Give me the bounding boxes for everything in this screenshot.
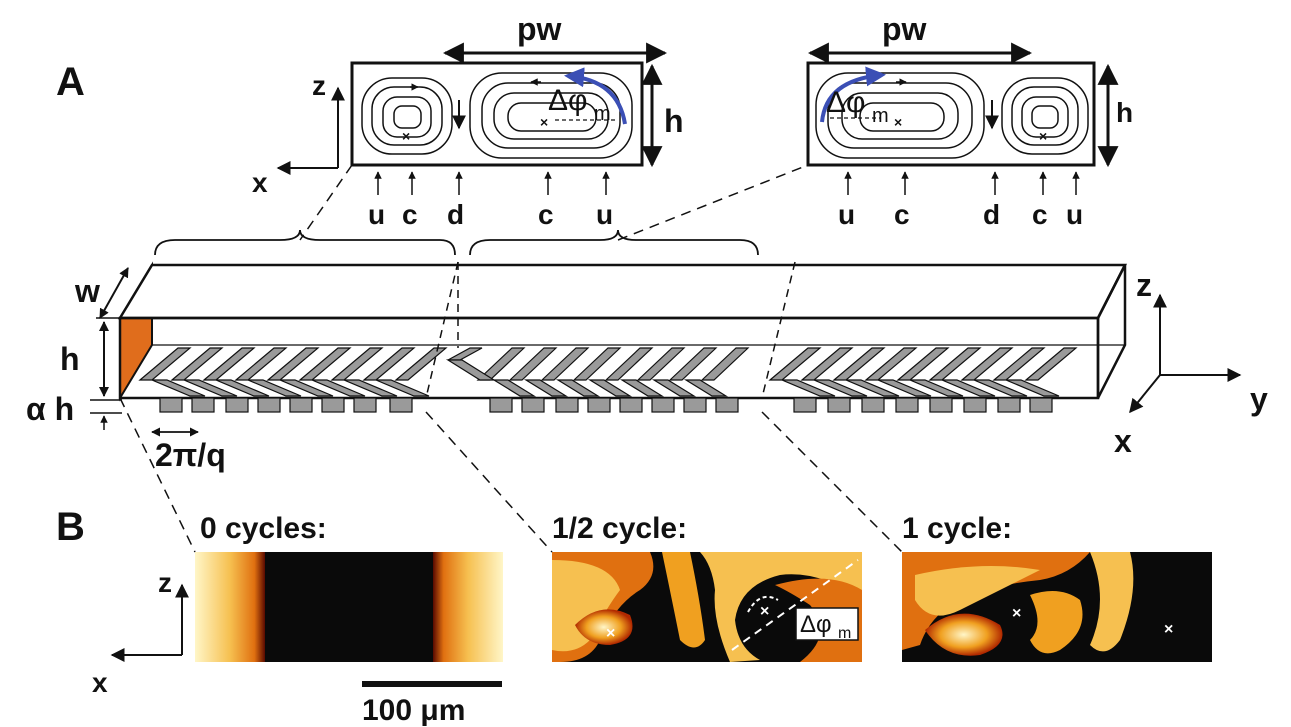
- channel-dims: w h α h 2π/q: [26, 267, 226, 473]
- groove-section-2: [445, 347, 750, 413]
- vortex-center-x: ×: [402, 128, 410, 144]
- h-dim-left: h: [641, 63, 684, 168]
- h-dim-right: h: [1097, 63, 1133, 168]
- phase-arrow-right: [820, 66, 886, 123]
- pos-label-u: u: [838, 199, 855, 230]
- pos-label-c: c: [1032, 199, 1048, 230]
- channel: [117, 261, 1128, 413]
- bottom-labels-right: [844, 171, 1080, 195]
- h-label-left: h: [664, 103, 684, 139]
- cross-section-left: × × Δφ m: [350, 61, 644, 167]
- pos-label-u: u: [368, 199, 385, 230]
- left-axes: z x: [252, 70, 345, 198]
- groove-section-3: [768, 347, 1078, 413]
- projection-lines-top: [299, 164, 809, 241]
- phase-arrow-left: [564, 67, 627, 125]
- vortex-center-x-large: ×: [540, 114, 548, 130]
- fluorescence-image-half-cycle: × × Δφ m: [552, 552, 862, 662]
- right-axes: z y x: [1114, 267, 1268, 459]
- phase-sub-right: m: [872, 105, 889, 127]
- panel-b-label: B: [56, 505, 85, 549]
- large-vortex-right: [815, 72, 985, 159]
- cross-section-right: × × Δφ m: [806, 61, 1096, 167]
- axis-z-label-3d: z: [1136, 267, 1152, 303]
- pos-label-c: c: [894, 199, 910, 230]
- scale-bar-label: 100 μm: [362, 694, 465, 727]
- phase-box: [795, 607, 859, 641]
- phase-label-right: Δφ: [826, 86, 866, 119]
- braces: [154, 229, 759, 256]
- pos-label-d: d: [447, 199, 464, 230]
- vortex-center-x-small-right: ×: [1039, 128, 1047, 144]
- bottom-labels-left: [374, 171, 610, 195]
- phase-label-left: Δφ: [548, 84, 588, 117]
- period-label: 2π/q: [155, 437, 226, 473]
- pos-label-c: c: [402, 199, 418, 230]
- phase-box-label: Δφ: [800, 611, 832, 638]
- large-vortex: [469, 72, 633, 159]
- alpha-h-label: α h: [26, 391, 74, 427]
- fluorescence-image-0-cycles: [195, 552, 503, 662]
- pos-label-u: u: [596, 199, 613, 230]
- pw-label-right: pw: [882, 11, 927, 47]
- scale-bar: 100 μm: [362, 681, 502, 727]
- phase-box-sub: m: [838, 625, 851, 642]
- panel-b-axis-z: z: [158, 567, 172, 598]
- projection-lines-bottom: [119, 397, 903, 553]
- groove-section-1: [138, 347, 448, 413]
- small-vortex-right: [1001, 77, 1089, 155]
- phase-sub-left: m: [594, 103, 611, 125]
- w-label: w: [74, 273, 100, 309]
- left-axis-z-label: z: [312, 70, 326, 101]
- image-title-2: 1 cycle:: [902, 512, 1012, 545]
- pos-label-c: c: [538, 199, 554, 230]
- panel-a-label: A: [56, 60, 85, 104]
- panel-b-axis-x: x: [92, 667, 108, 698]
- pw-dim-right: pw: [807, 11, 1033, 64]
- image-title-1: 1/2 cycle:: [552, 512, 687, 545]
- pw-dim-left: pw: [442, 11, 668, 64]
- axis-y-label-3d: y: [1250, 381, 1268, 417]
- image-title-0: 0 cycles:: [200, 512, 327, 545]
- svg-text:×: ×: [606, 625, 615, 642]
- svg-text:×: ×: [1012, 605, 1021, 622]
- panel-b-axes: z x: [92, 567, 189, 698]
- pos-label-u: u: [1066, 199, 1083, 230]
- svg-text:×: ×: [760, 603, 769, 620]
- vortex-center-x-right: ×: [894, 114, 902, 130]
- h-label-right: h: [1116, 97, 1133, 128]
- axis-x-label-3d: x: [1114, 423, 1132, 459]
- pw-label-left: pw: [517, 11, 562, 47]
- fluorescence-image-1-cycle: × ×: [902, 552, 1212, 662]
- svg-text:×: ×: [1164, 621, 1173, 638]
- h-label-channel: h: [60, 341, 80, 377]
- pos-label-d: d: [983, 199, 1000, 230]
- left-axis-x-label: x: [252, 167, 268, 198]
